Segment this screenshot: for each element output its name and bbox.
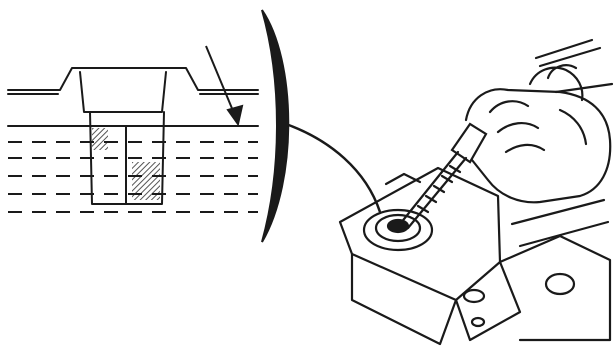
filler-cap-slot (388, 220, 408, 232)
battery-top-icon (340, 168, 610, 344)
electrolyte-level-dashes (8, 142, 258, 212)
battery-edge-line-2 (520, 222, 608, 246)
battery-terminal-small (464, 290, 484, 302)
battery-terminal-round (546, 274, 574, 294)
magnifier-crescent (262, 10, 288, 242)
hand-with-screwdriver-icon (466, 40, 612, 202)
battery-front-face (352, 254, 456, 344)
level-arrow-icon (206, 46, 242, 124)
battery-edge-line (512, 200, 604, 224)
level-arrow-shaft (206, 46, 236, 118)
hand-finger-1 (490, 101, 528, 112)
hand-crease (560, 110, 586, 144)
level-arrow-head (228, 106, 242, 124)
hand-finger-3 (506, 145, 544, 152)
battery-vent-strip (386, 174, 420, 184)
battery-lower-body (500, 236, 610, 340)
magnifier-bracket-icon (262, 10, 380, 242)
screwdriver-handle (452, 124, 486, 162)
plate-hatch-left (92, 128, 108, 150)
filler-collar (80, 72, 166, 112)
hand-finger-2 (498, 123, 538, 132)
magnifier-leader-line (286, 124, 380, 212)
battery-bolt (472, 318, 484, 326)
